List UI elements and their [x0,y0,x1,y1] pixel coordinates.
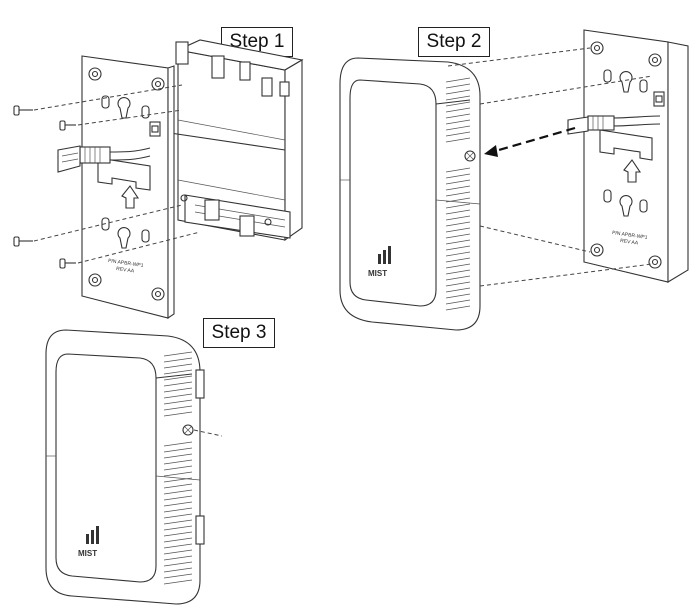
step-3-label: Step 3 [203,318,275,348]
step-2-illustration: MIST P/N APBR-WP1 [339,29,689,331]
access-point-device-3: MIST [45,329,205,605]
mist-logo-3: MIST [78,526,99,558]
ethernet-cable-1 [57,145,151,173]
plate-1-part-number: P/N APBR-WP1 [108,258,144,269]
svg-text:MIST: MIST [78,549,97,558]
electrical-box [149,39,304,242]
step-2-label: Step 2 [418,27,490,57]
access-point-device-2: MIST [339,57,481,331]
step-3-illustration: MIST [45,329,223,605]
svg-text:MIST: MIST [368,269,387,278]
vent-slots-2 [445,77,471,311]
mounting-plate-1: P/N APBR-WP1 REV AA [81,55,175,320]
guide-line-step-3 [193,429,223,437]
plate-1-revision: REV AA [116,266,135,275]
vent-slots-3 [163,351,193,585]
guide-lines-step-2 [447,47,653,287]
mounting-plate-2: P/N APBR-WP1 REV AA [583,29,689,283]
step-1-illustration: P/N APBR-WP1 REV AA [13,39,304,320]
plate-2-revision: REV AA [620,238,639,247]
guide-lines-step-1 [33,84,201,264]
screws-step-1 [13,105,76,269]
mist-logo-2: MIST [368,246,391,278]
insert-arrow-step-2 [484,126,576,157]
plate-2-part-number: P/N APBR-WP1 [612,230,648,241]
